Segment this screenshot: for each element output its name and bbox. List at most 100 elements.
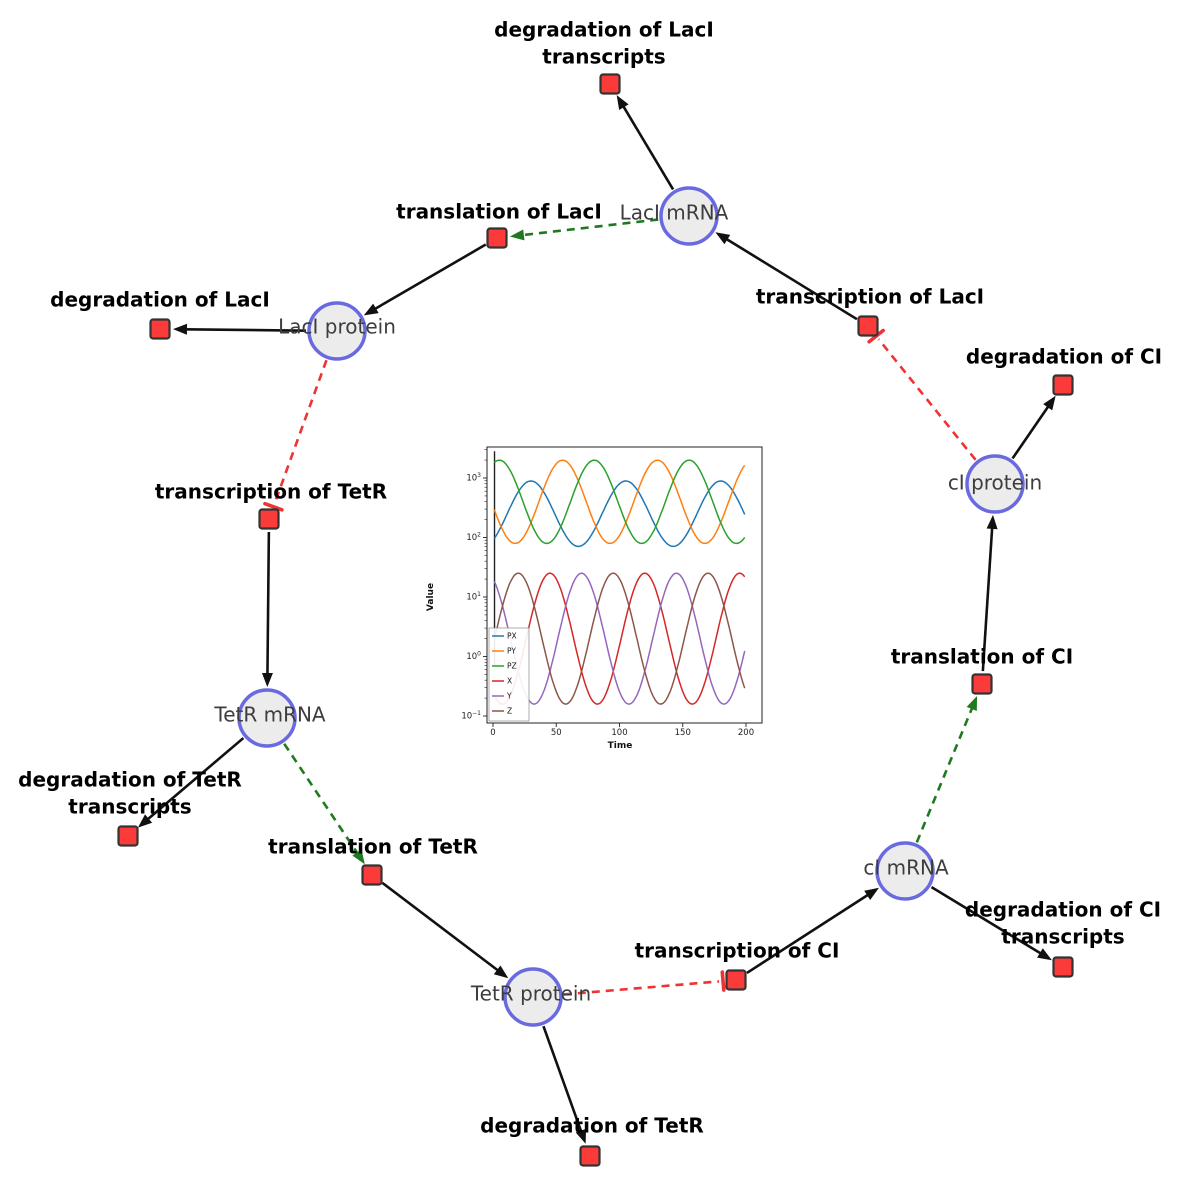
reaction-node-transcribe-tetr xyxy=(258,508,280,530)
species-label-ci-mrna: cI mRNA xyxy=(863,856,949,880)
edge-transcribe-ci--ci-mrna xyxy=(746,887,879,975)
edge-translate-laci--laci-protein xyxy=(363,243,487,316)
reaction-label-deg-laci: degradation of LacI xyxy=(50,288,270,312)
edge-ci-mrna--deg-ci-transcripts xyxy=(930,885,1052,961)
production-edge-line xyxy=(381,881,501,973)
consumption-edge-line xyxy=(145,737,245,822)
edge-tetr-protein--transcribe-ci xyxy=(563,970,726,996)
reaction-label-deg-laci-transcripts-line1: degradation of LacI xyxy=(494,18,714,42)
production-edge-line xyxy=(372,243,487,312)
reaction-node-deg-ci xyxy=(1052,374,1074,396)
reaction-node-deg-ci-transcripts xyxy=(1052,956,1074,978)
production-edge-line xyxy=(981,525,994,672)
consumption-edge-line xyxy=(621,103,675,191)
consumption-edge-line xyxy=(930,885,1044,956)
reaction-label-translate-laci: translation of LacI xyxy=(396,200,602,224)
arrowhead-icon xyxy=(575,1128,587,1144)
x-tick-label: 200 xyxy=(738,728,754,738)
species-node-laci-mrna xyxy=(659,186,719,246)
legend-label-Y: Y xyxy=(506,692,512,701)
edge-translate-ci--ci-protein xyxy=(981,514,998,672)
reaction-node-translate-ci xyxy=(971,673,993,695)
inhibition-edge-line xyxy=(563,980,720,996)
legend-label-X: X xyxy=(507,677,512,686)
arrowhead-icon xyxy=(137,814,153,828)
chart-legend xyxy=(488,627,530,722)
arrowhead-icon xyxy=(493,965,509,979)
arrowhead-icon xyxy=(966,696,978,712)
edge-laci-protein--deg-laci xyxy=(172,323,307,335)
consumption-edge-line xyxy=(183,327,307,332)
series-PY-line xyxy=(493,459,746,545)
arrowhead-icon xyxy=(616,95,629,110)
inhibition-tbar xyxy=(263,501,284,512)
reaction-label-deg-ci-transcripts-line2: transcripts xyxy=(1001,925,1124,949)
species-label-ci-protein: cI protein xyxy=(948,471,1042,495)
production-edge-line xyxy=(724,236,858,321)
legend-label-PY: PY xyxy=(507,647,516,656)
consumption-edge-line xyxy=(1011,404,1051,460)
edge-tetr-mrna--translate-tetr xyxy=(283,743,365,865)
y-tick-label: 103 xyxy=(466,472,481,484)
chart-y-axis-label: Value xyxy=(426,583,436,611)
legend-label-Z: Z xyxy=(507,707,512,716)
reaction-node-deg-laci xyxy=(149,318,171,340)
edge-transcribe-laci--laci-mrna xyxy=(715,232,858,321)
series-Z-line xyxy=(493,572,746,705)
edge-laci-protein--transcribe-tetr xyxy=(263,359,328,512)
x-tick-label: 0 xyxy=(490,728,495,738)
edge-ci-protein--transcribe-laci xyxy=(867,328,977,461)
production-edge-line xyxy=(746,892,871,975)
reaction-label-transcribe-ci: transcription of CI xyxy=(635,939,840,963)
reaction-node-transcribe-laci xyxy=(857,315,879,337)
reaction-label-deg-tetr-transcripts-line1: degradation of TetR xyxy=(18,768,242,792)
species-node-ci-protein xyxy=(965,454,1025,514)
species-label-tetr-protein: TetR protein xyxy=(470,982,591,1006)
reaction-node-deg-tetr xyxy=(579,1145,601,1167)
x-tick-label: 50 xyxy=(551,728,562,738)
y-tick-label: 102 xyxy=(466,532,481,544)
reaction-label-transcribe-laci: transcription of LacI xyxy=(756,285,984,309)
species-node-laci-protein xyxy=(307,301,367,361)
series-X-line xyxy=(493,572,746,705)
species-node-ci-mrna xyxy=(875,841,935,901)
arrowhead-icon xyxy=(509,229,525,241)
arrowhead-icon xyxy=(1037,948,1052,961)
chart-x-axis-label: Time xyxy=(608,741,633,751)
reaction-node-deg-laci-transcripts xyxy=(599,73,621,95)
reaction-label-transcribe-tetr: transcription of TetR xyxy=(155,480,387,504)
y-tick-label: 101 xyxy=(466,591,481,603)
consumption-edge-line xyxy=(542,1025,584,1134)
legend-label-PX: PX xyxy=(507,632,517,641)
reaction-label-deg-laci-transcripts-line2: transcripts xyxy=(542,45,665,69)
species-node-tetr-mrna xyxy=(237,688,297,748)
reaction-node-translate-tetr xyxy=(361,864,383,886)
arrowhead-icon xyxy=(363,303,379,316)
y-tick-label: 10−1 xyxy=(461,710,481,722)
edge-tetr-protein--deg-tetr xyxy=(542,1025,587,1144)
reaction-node-transcribe-ci xyxy=(725,969,747,991)
reaction-label-translate-ci: translation of CI xyxy=(891,645,1073,669)
reaction-label-deg-tetr-transcripts-line2: transcripts xyxy=(68,795,191,819)
reaction-node-deg-tetr-transcripts xyxy=(117,825,139,847)
production-edge-line xyxy=(266,531,271,677)
reaction-label-deg-ci: degradation of CI xyxy=(966,345,1162,369)
edge-laci-mrna--translate-laci xyxy=(509,218,659,241)
reaction-node-translate-laci xyxy=(486,227,508,249)
arrowhead-icon xyxy=(352,849,365,865)
modifier-edge-line xyxy=(915,705,975,843)
inhibition-edge-line xyxy=(273,359,328,504)
series-PZ-line xyxy=(493,459,746,545)
reaction-label-deg-tetr: degradation of TetR xyxy=(480,1114,704,1138)
inhibition-edge-line xyxy=(877,338,977,461)
x-tick-label: 150 xyxy=(675,728,691,738)
x-tick-label: 100 xyxy=(611,728,627,738)
species-node-tetr-protein xyxy=(503,967,563,1027)
edge-transcribe-tetr--tetr-mrna xyxy=(261,531,273,688)
edge-ci-protein--deg-ci xyxy=(1011,395,1056,460)
reaction-label-deg-ci-transcripts-line1: degradation of CI xyxy=(965,898,1161,922)
edge-laci-mrna--deg-laci-transcripts xyxy=(616,95,675,191)
